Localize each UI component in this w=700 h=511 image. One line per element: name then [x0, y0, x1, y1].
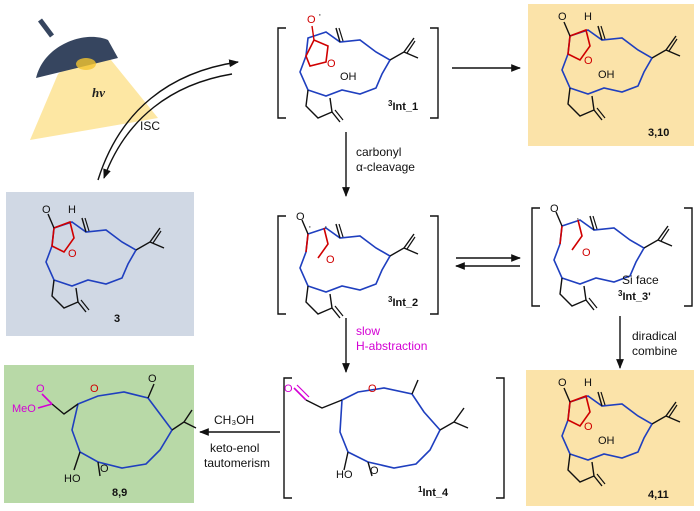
- product-bl-meo: MeO: [12, 403, 36, 415]
- methanol-label: CH₃OH: [214, 413, 254, 427]
- product-bl-o-ester: O: [36, 383, 45, 395]
- combine-label: combine: [632, 344, 678, 358]
- product-bottom-left-box: [4, 365, 194, 503]
- int1-o-ring: O: [327, 58, 336, 70]
- product-br-h: H: [584, 377, 592, 389]
- int1-dot: ·: [318, 9, 322, 21]
- product-bl-o-lactone: O: [100, 463, 109, 475]
- product-bl-o-ether: O: [90, 383, 99, 395]
- product-bl-ho: HO: [64, 473, 81, 485]
- lamp-icon: [30, 18, 158, 140]
- int4-structure: [283, 377, 505, 499]
- alpha-cleavage-label: α-cleavage: [356, 160, 415, 174]
- product-bottom-right-structure: [561, 387, 681, 487]
- start-label: 3: [114, 313, 120, 325]
- int1-oh: OH: [340, 71, 357, 83]
- int1-o-radical: O: [307, 14, 316, 26]
- isc-arrow-down: [103, 73, 233, 179]
- int2-o: O: [296, 211, 305, 223]
- h-abstraction-label: H-abstraction: [356, 339, 427, 353]
- isc-arrow-up: [97, 59, 239, 181]
- start-h: H: [68, 204, 76, 216]
- int4-o-ether: O: [368, 383, 377, 395]
- product-br-oh: OH: [598, 435, 615, 447]
- product-top-box: [528, 4, 694, 146]
- int2-dot1: ·: [308, 221, 312, 233]
- start-box: [6, 192, 194, 336]
- int4-o-lactone: O: [370, 465, 379, 477]
- product-br-o-ring: O: [584, 421, 593, 433]
- product-top-structure: [561, 21, 681, 121]
- product-bottom-right-box: [526, 370, 694, 506]
- keto-enol-label: keto-enol: [210, 441, 259, 455]
- product-top-o-ring: O: [584, 55, 593, 67]
- product-top-h: H: [584, 11, 592, 23]
- product-bl-label: 8,9: [112, 487, 127, 499]
- slow-label: slow: [356, 324, 380, 338]
- int2-structure: [277, 215, 439, 319]
- int3-label: 3Int_3': [618, 289, 651, 303]
- product-br-o: O: [558, 377, 567, 389]
- int4-o-aldehyde: O: [284, 383, 293, 395]
- int4-label: 1Int_4: [418, 485, 449, 499]
- tautomerism-label: tautomerism: [204, 456, 270, 470]
- int2-label: 3Int_2: [388, 295, 418, 309]
- int4-ho: HO: [336, 469, 353, 481]
- int1-label: 3Int_1: [388, 99, 418, 113]
- isc-label: ISC: [140, 119, 160, 133]
- int2-dot2: ·: [324, 221, 328, 233]
- start-o: O: [42, 204, 51, 216]
- int3-o: O: [550, 203, 559, 215]
- int3-structure: [531, 207, 693, 311]
- product-bottom-left-structure: [37, 383, 197, 477]
- hv-label: hv: [92, 85, 105, 100]
- start-structure: [45, 213, 165, 313]
- start-o-ring: O: [68, 248, 77, 260]
- diradical-label: diradical: [632, 329, 677, 343]
- product-br-label: 4,11: [648, 489, 669, 501]
- product-top-oh: OH: [598, 69, 615, 81]
- int3-dot: ·: [576, 213, 580, 225]
- int3-o-ring: O: [582, 247, 591, 259]
- product-top-label: 3,10: [648, 127, 669, 139]
- product-bl-o-ketone: O: [148, 373, 157, 385]
- int3-si-face: Si face: [622, 273, 659, 287]
- carbonyl-label: carbonyl: [356, 145, 401, 159]
- product-top-o: O: [558, 11, 567, 23]
- int1-structure: [277, 25, 439, 123]
- int2-o-ring: O: [326, 254, 335, 266]
